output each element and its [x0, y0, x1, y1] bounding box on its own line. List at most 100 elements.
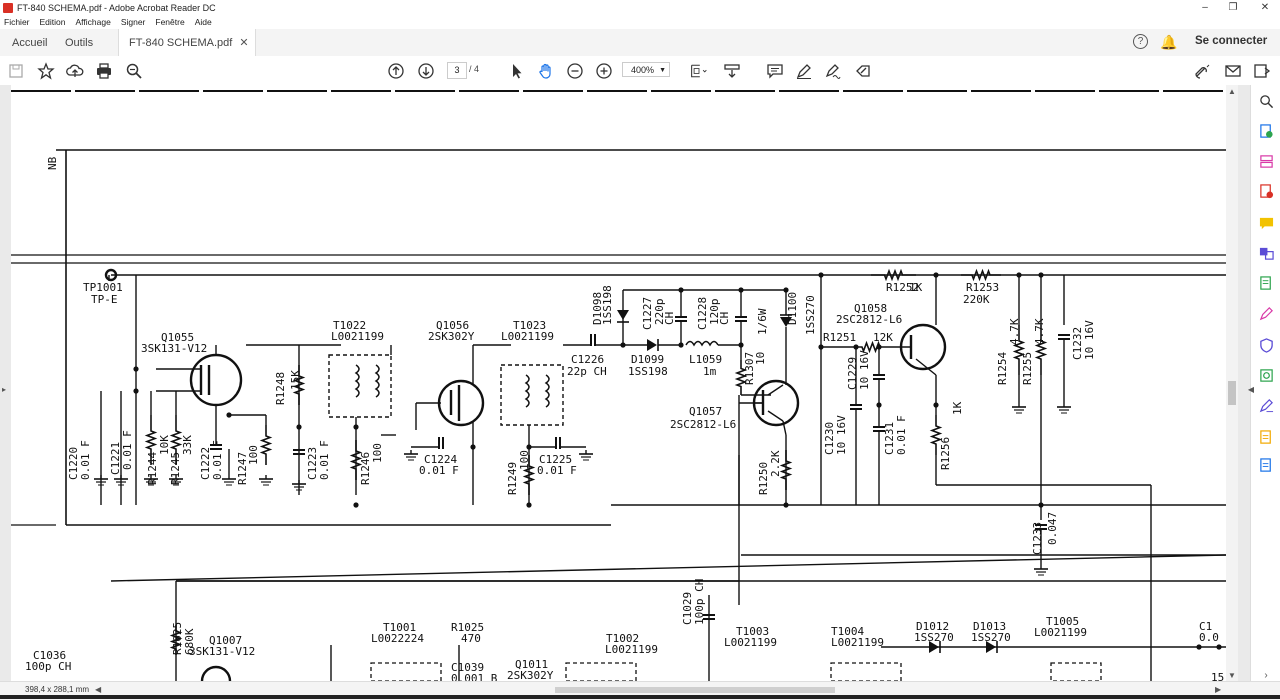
- menu-view[interactable]: Affichage: [75, 17, 111, 27]
- link-sign-icon[interactable]: [1193, 61, 1213, 81]
- schematic-label: 470: [461, 632, 481, 645]
- save-icon[interactable]: [6, 61, 26, 81]
- scroll-left-icon[interactable]: ◀: [95, 685, 102, 694]
- schematic-label: L0021199: [1034, 626, 1087, 639]
- schematic-label: C1232: [1071, 327, 1084, 360]
- vertical-scrollbar[interactable]: ▲ ▼: [1226, 85, 1238, 681]
- tab-document[interactable]: FT-840 SCHEMA.pdf ✕: [118, 29, 256, 56]
- schematic-label: 100: [247, 445, 260, 465]
- protect-shield-icon[interactable]: [1258, 337, 1274, 353]
- expand-pane-icon[interactable]: ›: [1264, 669, 1268, 681]
- page-number-input[interactable]: 3: [447, 62, 467, 79]
- menu-file[interactable]: Fichier: [4, 17, 30, 27]
- schematic-label: 0.01 F: [537, 464, 577, 477]
- zoom-in-icon[interactable]: [594, 61, 614, 81]
- diode-d1013: [986, 641, 996, 653]
- cloud-upload-icon[interactable]: [65, 61, 85, 81]
- vertical-scroll-thumb[interactable]: [1228, 381, 1236, 405]
- bookmark-star-icon[interactable]: [36, 61, 56, 81]
- schematic-label: 1SS270: [971, 631, 1011, 644]
- hand-tool-icon[interactable]: [536, 61, 556, 81]
- schematic-label: C1223: [306, 447, 319, 480]
- create-pdf-icon[interactable]: [1258, 183, 1274, 199]
- restore-button[interactable]: ❐: [1228, 2, 1238, 13]
- more-tools-icon[interactable]: [1252, 61, 1272, 81]
- schematic-label: Q1058: [854, 302, 887, 315]
- more-tools-pdf-icon[interactable]: [1258, 457, 1274, 473]
- schematic-label: T1022: [333, 319, 366, 332]
- schematic-label: D1013: [973, 620, 1006, 633]
- organize-pages-icon[interactable]: [1258, 153, 1274, 169]
- request-signature-icon[interactable]: [1258, 397, 1274, 413]
- minimize-button[interactable]: –: [1202, 2, 1208, 13]
- tab-close-icon[interactable]: ✕: [239, 37, 249, 49]
- scroll-down-icon[interactable]: ▼: [1228, 671, 1236, 680]
- schematic-label: 0.01 F: [895, 415, 908, 455]
- schematic-label: T1005: [1046, 615, 1079, 628]
- transistor-q1055: [189, 353, 243, 407]
- search-icon[interactable]: [1258, 93, 1274, 109]
- chevron-down-icon: ▼: [659, 67, 666, 74]
- schematic-label: Q1057: [689, 405, 722, 418]
- schematic-label: 1SS270: [914, 631, 954, 644]
- notification-bell-icon[interactable]: 🔔: [1160, 34, 1178, 50]
- schematic-label: 2SC2812-L6: [836, 313, 902, 326]
- scroll-up-icon[interactable]: ▲: [1228, 87, 1236, 96]
- collapse-right-pane-icon[interactable]: ◀: [1247, 384, 1255, 394]
- coil-icon: [544, 374, 550, 408]
- window-title: FT-840 SCHEMA.pdf - Adobe Acrobat Reader…: [17, 2, 216, 13]
- fill-sign-icon[interactable]: [853, 61, 873, 81]
- scan-ocr-icon[interactable]: [1258, 367, 1274, 383]
- draw-sign-icon[interactable]: [823, 61, 843, 81]
- taskbar-edge: [0, 695, 1280, 699]
- coil-icon: [524, 374, 530, 408]
- wire: [522, 455, 536, 495]
- schematic-drawing: NBTP1001TP-EQ10553SK131-V12T1022L0021199…: [11, 90, 1226, 681]
- previous-page-icon[interactable]: [386, 61, 406, 81]
- combine-files-icon[interactable]: [1258, 245, 1274, 261]
- schematic-label: C1036: [33, 649, 66, 662]
- export-pdf-icon[interactable]: [1258, 123, 1274, 139]
- fill-and-sign-icon[interactable]: [1258, 305, 1274, 321]
- edit-pdf-icon[interactable]: [1258, 275, 1274, 291]
- schematic-label: T1003: [736, 625, 769, 638]
- wire: [929, 415, 943, 455]
- send-for-review-icon[interactable]: [1258, 429, 1274, 445]
- menu-sign[interactable]: Signer: [120, 17, 146, 27]
- scroll-mode-icon[interactable]: [722, 61, 742, 81]
- schematic-label: 0.01 F: [79, 440, 92, 480]
- tab-home[interactable]: Accueil: [12, 36, 48, 49]
- print-icon[interactable]: [94, 61, 114, 81]
- schematic-label: C1230: [823, 422, 836, 455]
- horizontal-scrollbar[interactable]: ◀ ▶: [95, 684, 1225, 696]
- collapse-left-panel-icon[interactable]: ▸: [2, 385, 7, 394]
- schematic-label: R1252: [886, 281, 919, 294]
- select-cursor-icon[interactable]: [507, 61, 527, 81]
- close-window-button[interactable]: ✕: [1260, 2, 1270, 13]
- comment-panel-icon[interactable]: [1258, 215, 1274, 231]
- menu-edit[interactable]: Edition: [39, 17, 66, 27]
- tab-tools[interactable]: Outils: [65, 36, 94, 49]
- schematic-label: C1: [1199, 620, 1212, 633]
- zoom-out-icon[interactable]: [565, 61, 585, 81]
- sign-in-link[interactable]: Se connecter: [1195, 35, 1268, 47]
- email-icon[interactable]: [1223, 61, 1243, 81]
- help-icon[interactable]: ?: [1133, 34, 1148, 49]
- horizontal-scroll-thumb[interactable]: [555, 687, 835, 693]
- wire: [169, 625, 183, 655]
- schematic-label: 1SS270: [804, 295, 817, 335]
- wire: [110, 554, 1226, 582]
- scroll-right-icon[interactable]: ▶: [1215, 685, 1222, 694]
- schematic-label: 4.7K: [1033, 318, 1046, 345]
- transformer-t1023: [500, 364, 564, 426]
- highlight-pen-icon[interactable]: [794, 61, 814, 81]
- page-fit-icon[interactable]: [686, 61, 712, 81]
- comment-icon[interactable]: [765, 61, 785, 81]
- zoom-level-select[interactable]: 400% ▼: [622, 62, 670, 77]
- zoom-search-icon[interactable]: [124, 61, 144, 81]
- schematic-label: 0.01 F: [318, 440, 331, 480]
- menu-window[interactable]: Fenêtre: [155, 17, 185, 27]
- next-page-icon[interactable]: [416, 61, 436, 81]
- menu-help[interactable]: Aide: [194, 17, 212, 27]
